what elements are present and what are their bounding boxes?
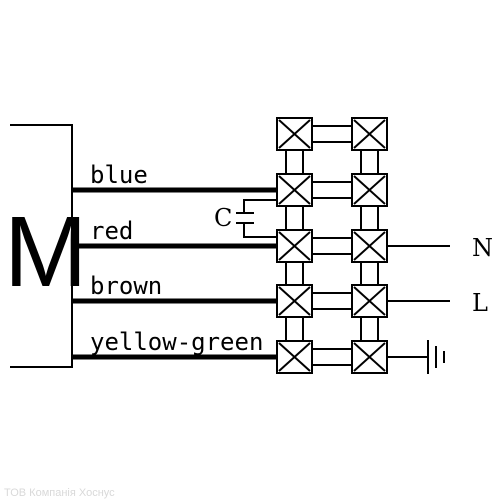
motor-wires: blue red brown yellow-green: [72, 161, 277, 360]
terminal-left-5: [276, 340, 313, 374]
terminal-cross: [278, 286, 311, 316]
terminal-right-2: [351, 173, 388, 207]
capacitor-lead-top: [243, 199, 277, 213]
wire-label-brown: brown: [90, 272, 162, 300]
terminal-cross: [353, 175, 386, 205]
wire-label-yellow-green: yellow-green: [90, 328, 263, 356]
capacitor: C: [214, 199, 277, 238]
terminal-cross: [278, 342, 311, 372]
terminal-n-label: N: [472, 234, 493, 262]
motor-label: M: [4, 196, 87, 308]
watermark: ТОВ Компанія Хоснус: [4, 487, 115, 499]
wire-label-red: red: [90, 217, 133, 245]
terminal-left-1: [276, 117, 313, 151]
ground-icon: [387, 340, 445, 374]
terminal-left-3: [276, 229, 313, 263]
terminal-left-2: [276, 173, 313, 207]
terminal-cross: [278, 119, 311, 149]
terminal-cross: [353, 286, 386, 316]
terminal-cross: [353, 342, 386, 372]
motor: M: [4, 124, 87, 368]
supply-terminals: N L: [387, 234, 493, 317]
terminal-left-4: [276, 284, 313, 318]
capacitor-lead-bottom: [243, 223, 277, 238]
terminal-cross: [353, 119, 386, 149]
terminal-right-1: [351, 117, 388, 151]
capacitor-label: C: [214, 204, 232, 232]
terminal-cross: [278, 175, 311, 205]
terminal-block: [276, 117, 388, 374]
terminal-cross: [353, 231, 386, 261]
wire-label-blue: blue: [90, 161, 148, 189]
terminal-cross: [278, 231, 311, 261]
terminal-l-label: L: [472, 289, 488, 317]
